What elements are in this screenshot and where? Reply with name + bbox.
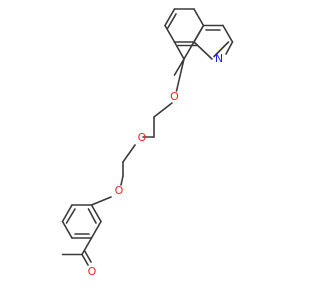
bond-c8-o1	[175, 58, 185, 92]
bond-c8-c8a	[173, 58, 185, 76]
nitrogen-label: N	[215, 52, 223, 65]
double-bond-inner-1	[166, 13, 177, 30]
bond-o2-ch2-c	[122, 144, 136, 163]
double-bond-benzene-3	[87, 208, 97, 224]
bond-o3-c1	[90, 196, 112, 206]
oxygen-label-4: O	[88, 265, 97, 278]
bond-c6-c1	[90, 204, 102, 223]
bond-o1-ch2-a	[153, 102, 173, 118]
oxygen-label-2: O	[138, 131, 147, 144]
bond-c4a-c5	[164, 24, 176, 43]
bond-c5-c6	[164, 8, 176, 27]
bond-c5-carbonyl	[81, 237, 93, 256]
oxygen-label-1: O	[170, 90, 179, 103]
bond-c2-c3	[61, 204, 73, 223]
oxygen-label-3: O	[115, 184, 124, 197]
bond-c3-c4	[61, 220, 73, 239]
double-bond-inner-4	[213, 41, 230, 58]
bond-c5-c6	[90, 220, 102, 239]
molecule-diagram: N O O O O	[61, 8, 234, 278]
bond-ch2-d-o3	[120, 175, 124, 186]
bond-c7-c8	[193, 8, 205, 27]
double-bond-benzene-1	[65, 208, 76, 224]
bond-c4-c4a	[193, 24, 205, 43]
double-bond-carbonyl-b	[84, 250, 92, 263]
bond-n1-c8a	[193, 41, 213, 60]
bond-c8a-c4a	[173, 41, 185, 60]
double-bond-carbonyl-a	[81, 253, 89, 266]
bond-c3-c2	[222, 24, 234, 43]
molecule-structure: N O O O O	[61, 8, 234, 278]
bond-c2-n1	[225, 41, 234, 55]
